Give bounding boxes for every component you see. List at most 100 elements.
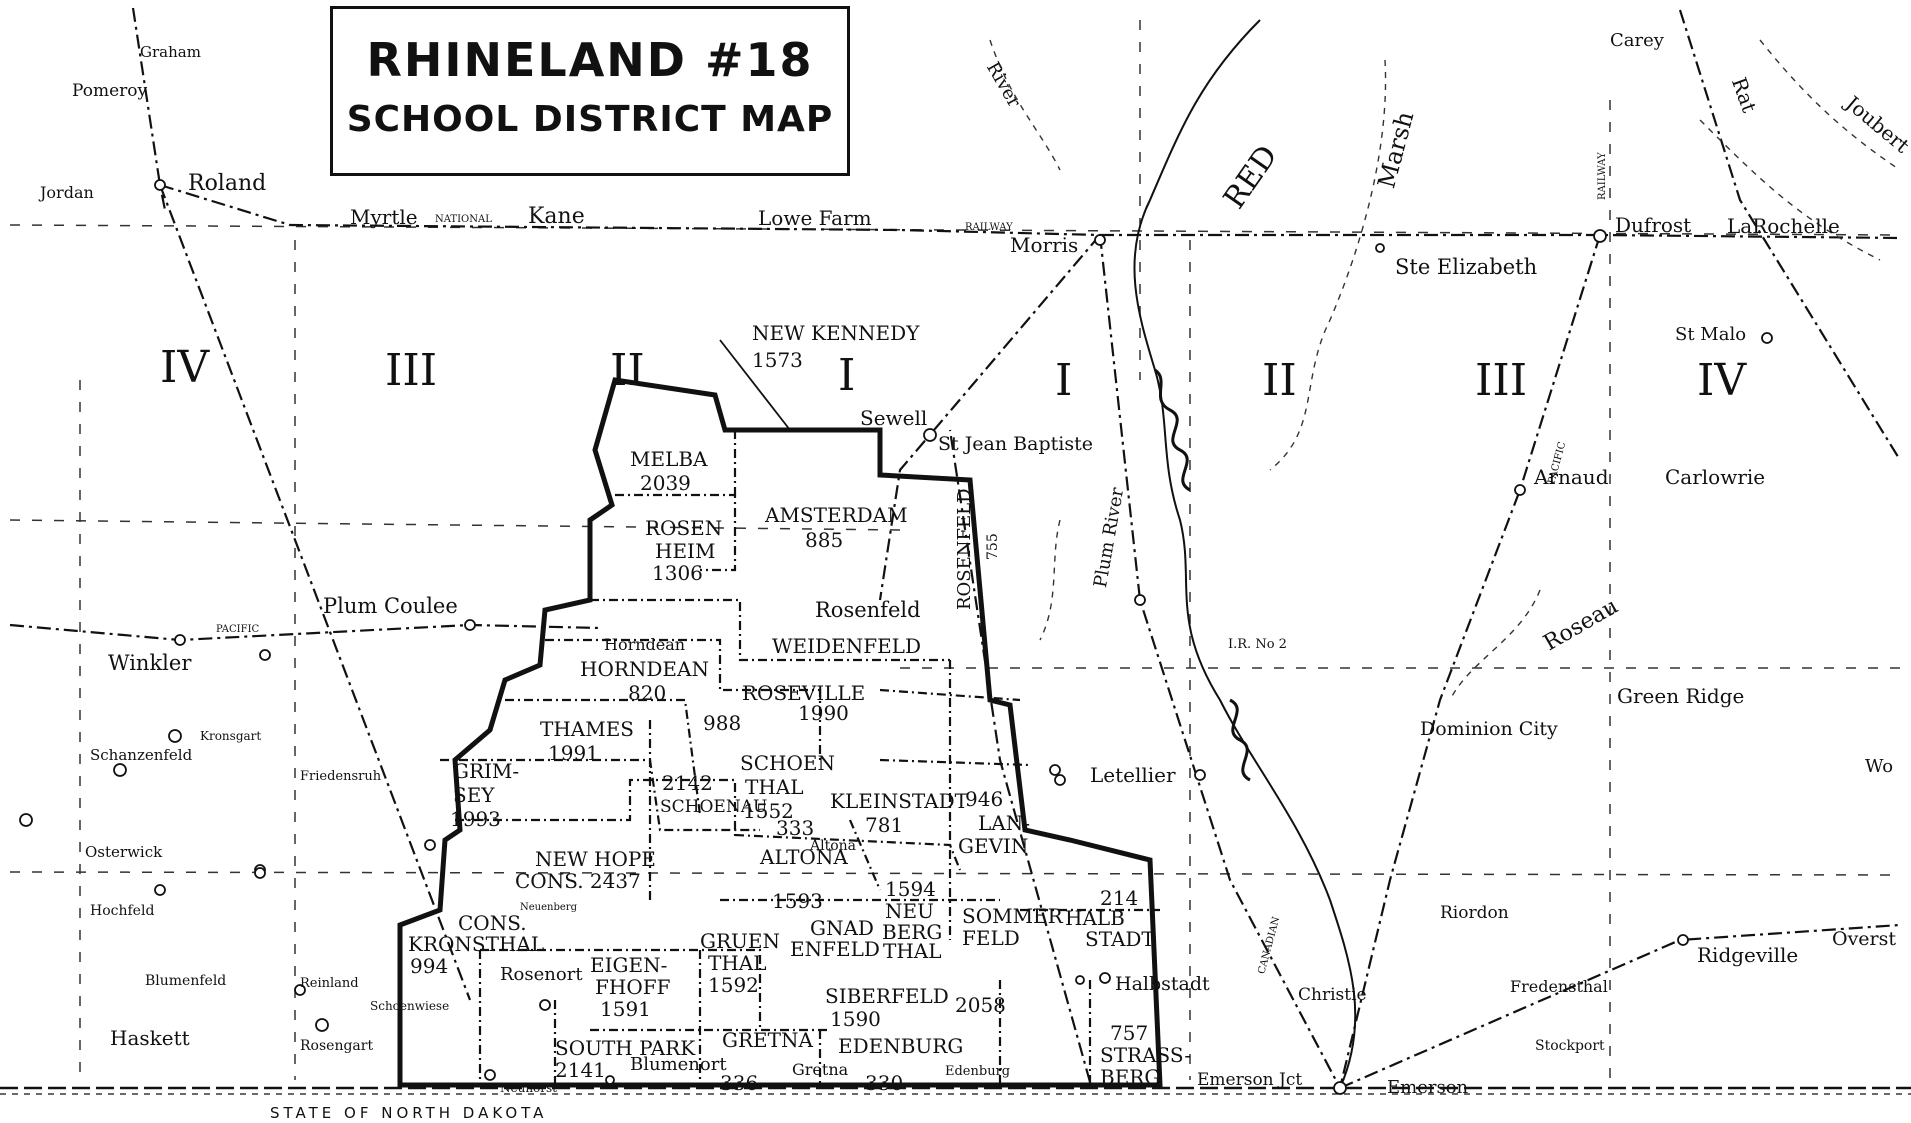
district-halbstadt-2: STADT bbox=[1085, 927, 1155, 951]
district-thames: THAMES bbox=[540, 717, 634, 741]
railway-pacific: PACIFIC bbox=[216, 624, 260, 635]
rat-river-label: Rat bbox=[1727, 74, 1762, 116]
district-siberfeld-num: 1590 bbox=[830, 1007, 881, 1031]
district-new-kennedy: NEW KENNEDY bbox=[752, 321, 920, 345]
district-melba-num: 2039 bbox=[640, 471, 691, 495]
railway-label: RAILWAY bbox=[965, 222, 1013, 233]
district-new-hope: NEW HOPE bbox=[535, 847, 656, 871]
map-title: RHINELAND #18 bbox=[366, 33, 814, 87]
place-jordan: Jordan bbox=[38, 183, 94, 202]
place-roland: Roland bbox=[188, 171, 266, 196]
district-gretna-num: 336 bbox=[720, 1071, 758, 1095]
grid-lines bbox=[9, 20, 1901, 1080]
place-halbstadt: Halbstadt bbox=[1115, 973, 1210, 995]
district-langevin: LAN- bbox=[978, 811, 1030, 835]
district-kleinstadt-num: 781 bbox=[865, 813, 903, 837]
place-altona: Altona bbox=[809, 838, 856, 854]
place-rosengart: Rosengart bbox=[300, 1038, 373, 1054]
river-red-label: RED bbox=[1217, 139, 1285, 215]
place-reinland: Reinland bbox=[300, 976, 359, 991]
district-new-hope-num: CONS. 2437 bbox=[515, 869, 641, 893]
canadian-label: CANADIAN bbox=[1256, 915, 1282, 975]
district-eigenhoff-num: 1591 bbox=[600, 997, 651, 1021]
district-weidenfeld: WEIDENFELD bbox=[772, 634, 921, 658]
place-gretna: Gretna bbox=[792, 1060, 849, 1079]
place-pomeroy: Pomeroy bbox=[72, 81, 148, 101]
range-label: III bbox=[1475, 355, 1527, 406]
railway-national: NATIONAL bbox=[435, 214, 492, 225]
place-hochfeld: Hochfeld bbox=[90, 903, 154, 919]
map-title-box: RHINELAND #18 SCHOOL DISTRICT MAP bbox=[330, 6, 850, 176]
place-rosenort: Rosenort bbox=[500, 964, 583, 985]
place-riordon: Riordon bbox=[1440, 903, 1509, 923]
place-myrtle: Myrtle bbox=[350, 205, 418, 229]
district-gnadenfeld-2: ENFELD bbox=[790, 937, 880, 961]
district-labels: NEW KENNEDY 1573 MELBA 2039 AMSTERDAM 88… bbox=[408, 321, 1191, 1095]
district-988: 988 bbox=[703, 711, 741, 735]
district-south-park: SOUTH PARK bbox=[555, 1036, 696, 1060]
district-strassberg-num: 757 bbox=[1110, 1021, 1148, 1045]
district-rosenheim-2: HEIM bbox=[655, 539, 715, 563]
district-boundaries bbox=[440, 430, 1160, 1085]
place-plum-coulee: Plum Coulee bbox=[323, 594, 458, 618]
place-neuhorst: Neuhorst bbox=[500, 1081, 557, 1095]
place-neuenberg: Neuenberg bbox=[520, 902, 578, 913]
range-label: I bbox=[1055, 355, 1072, 406]
creeks bbox=[989, 39, 1901, 701]
place-dufrost: Dufrost bbox=[1615, 213, 1691, 237]
town-markers bbox=[19, 179, 1773, 1095]
place-winkler: Winkler bbox=[108, 651, 192, 675]
district-schoenau-num: 2142 bbox=[662, 771, 713, 795]
district-rosenheim-num: 1306 bbox=[652, 561, 703, 585]
district-rosenfeld: ROSENFELD bbox=[954, 488, 975, 610]
district-new-kennedy-num: 1573 bbox=[752, 348, 803, 372]
district-strassberg-2: BERG bbox=[1100, 1065, 1160, 1089]
district-melba: MELBA bbox=[630, 447, 708, 471]
place-green-ridge: Green Ridge bbox=[1617, 684, 1744, 708]
district-kronsthal-2: KRONSTHAL bbox=[408, 932, 544, 956]
railway-label-2: RAILWAY bbox=[1597, 152, 1608, 200]
map-subtitle: SCHOOL DISTRICT MAP bbox=[346, 99, 834, 140]
district-langevin-num: 946 bbox=[965, 787, 1003, 811]
district-rosenheim: ROSEN bbox=[645, 516, 722, 540]
place-wo: Wo bbox=[1865, 756, 1893, 777]
district-amsterdam: AMSTERDAM bbox=[764, 503, 908, 527]
district-gnadenfeld: GNAD bbox=[810, 916, 874, 940]
district-kronsthal-num: 994 bbox=[410, 954, 448, 978]
district-1593: 1593 bbox=[772, 889, 823, 913]
place-carlowrie: Carlowrie bbox=[1665, 465, 1765, 489]
district-gruenthal-2: THAL bbox=[708, 951, 767, 975]
district-1594: 1594 bbox=[885, 877, 936, 901]
range-labels: IV III II I I II III IV bbox=[160, 342, 1747, 406]
range-label: IV bbox=[160, 342, 210, 393]
place-christie: Christie bbox=[1298, 985, 1367, 1005]
place-stockport: Stockport bbox=[1535, 1038, 1605, 1054]
range-label: IV bbox=[1697, 355, 1747, 406]
district-roseville-num: 1990 bbox=[798, 701, 849, 725]
district-neuberg: NEU bbox=[885, 899, 934, 923]
marsh-label: Marsh bbox=[1372, 108, 1419, 191]
place-blumenfeld: Blumenfeld bbox=[145, 973, 226, 989]
place-carey: Carey bbox=[1610, 30, 1665, 51]
district-grimsey: GRIM- bbox=[453, 759, 519, 783]
district-grimsey-2: SEY bbox=[453, 783, 495, 807]
place-horndean: Horndean bbox=[604, 635, 685, 654]
place-emerson: Emerson bbox=[1387, 1077, 1469, 1098]
district-strassberg: STRASS- bbox=[1100, 1043, 1191, 1067]
range-label: II bbox=[1262, 355, 1297, 406]
place-emerson-jct: Emerson Jct bbox=[1197, 1070, 1302, 1090]
district-gruenthal: GRUEN bbox=[700, 929, 780, 953]
district-schoenthal-2: THAL bbox=[745, 775, 804, 799]
district-edenburg: EDENBURG bbox=[838, 1034, 963, 1058]
place-larochelle: LaRochelle bbox=[1727, 214, 1840, 238]
district-siberfeld: SIBERFELD bbox=[825, 984, 949, 1008]
district-edenburg-num: 330 bbox=[865, 1071, 903, 1095]
place-schoenwiese: Schoenwiese bbox=[370, 999, 449, 1013]
district-langevin-2: GEVIN bbox=[958, 834, 1028, 858]
district-gruenthal-num: 1592 bbox=[708, 973, 759, 997]
district-rosenfeld-num: 755 bbox=[985, 533, 1001, 560]
district-roseville: ROSEVILLE bbox=[742, 681, 865, 705]
place-graham: Graham bbox=[140, 43, 201, 61]
range-label: II bbox=[610, 345, 645, 396]
